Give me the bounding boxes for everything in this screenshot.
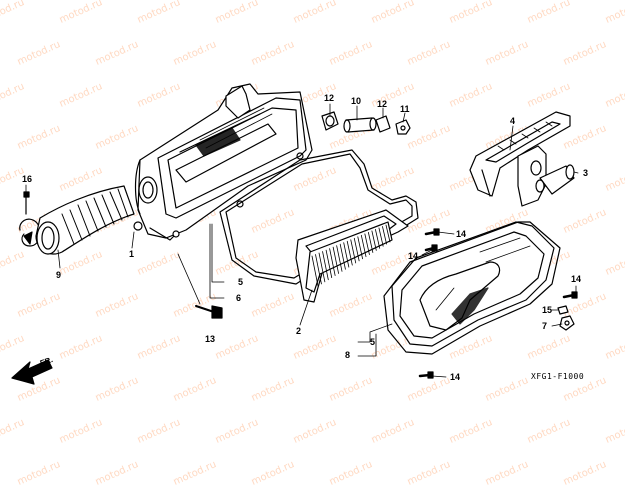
filter-pleat — [322, 251, 329, 281]
filter-pleat — [343, 242, 350, 268]
callout-12-left: 12 — [324, 93, 335, 103]
part-9-connecting-tube — [35, 185, 135, 255]
callout-14-upper: 14 — [456, 229, 467, 239]
callout-6: 6 — [236, 293, 242, 303]
filter-pleat — [382, 226, 387, 245]
filter-pleat — [353, 237, 360, 262]
callout-13: 13 — [205, 334, 216, 344]
air-cleaner-exploded-diagram — [11, 83, 579, 385]
callout-10: 10 — [351, 96, 362, 106]
callout-14-middle: 14 — [408, 251, 419, 261]
filter-pleat — [378, 227, 384, 247]
callout-1: 1 — [129, 249, 135, 259]
part-16-bolt — [23, 191, 30, 215]
filter-pleat — [371, 230, 377, 251]
filter-pleat — [315, 254, 322, 285]
part-11-nut — [395, 119, 411, 135]
callout-4: 4 — [510, 116, 516, 126]
filter-pleat — [325, 249, 333, 279]
filter-pleat — [311, 255, 319, 287]
part-14-screw-middle — [424, 244, 438, 252]
part-13-bolt — [195, 305, 223, 319]
part-8-air-cleaner-cover — [383, 221, 561, 355]
filter-pleat — [385, 224, 391, 243]
filter-pleat — [346, 240, 353, 266]
filter-pleat — [367, 231, 374, 253]
filter-pleat — [329, 248, 336, 276]
callout-2: 2 — [296, 326, 302, 336]
filter-pleat — [332, 246, 339, 274]
callout-11: 11 — [400, 104, 410, 114]
part-15-clip — [557, 305, 569, 315]
filter-pleat — [357, 236, 363, 260]
filter-pleat — [360, 234, 367, 258]
part-2-filter-element — [295, 209, 409, 303]
callout-5-upper: 5 — [238, 277, 244, 287]
callout-8: 8 — [345, 350, 351, 360]
part-14-screw-right — [562, 291, 578, 299]
callout-12-right: 12 — [377, 99, 388, 109]
diagram-code: XFG1-F1000 — [531, 372, 585, 381]
filter-pleat — [318, 252, 326, 283]
part-4-intake-duct — [469, 111, 571, 197]
part-5-seal-gasket — [219, 149, 419, 285]
part-14-screw-lower — [418, 371, 434, 379]
leader-lines — [25, 103, 579, 378]
callout-14-lower: 14 — [450, 372, 461, 382]
filter-pleat — [375, 229, 381, 249]
part-1-air-cleaner-case — [133, 83, 313, 241]
filter-pleat — [350, 239, 357, 264]
callout-9: 9 — [56, 270, 62, 280]
callout-14-right: 14 — [571, 274, 582, 284]
part-7-nut — [559, 315, 575, 331]
callout-15: 15 — [542, 305, 553, 315]
callout-3: 3 — [583, 168, 589, 178]
part-10-tube — [343, 117, 377, 133]
filter-pleat — [339, 243, 346, 270]
part-3-duct-joint — [517, 145, 575, 207]
callout-5-lower: 5 — [370, 337, 376, 347]
part-14-screw-upper — [424, 228, 440, 236]
callout-7: 7 — [542, 321, 548, 331]
callout-16: 16 — [22, 174, 33, 184]
filter-pleat — [364, 233, 370, 255]
filter-pleat — [336, 245, 343, 272]
front-direction-arrow — [11, 359, 53, 385]
